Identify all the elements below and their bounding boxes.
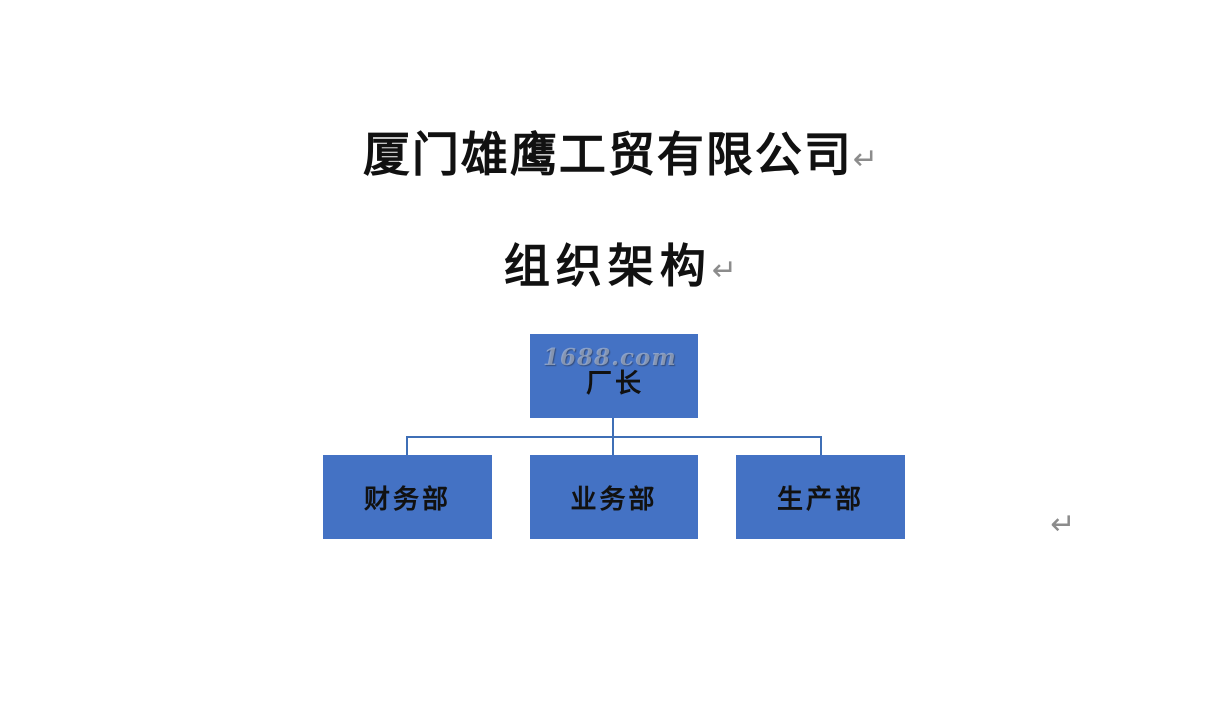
org-box-finance-label: 财务部: [363, 484, 451, 515]
org-box-production: 生产部: [736, 455, 905, 539]
paragraph-mark-icon: ↵: [711, 253, 738, 288]
company-title-line: 厦门雄鹰工贸有限公司↵: [0, 126, 1225, 186]
connector-horizontal: [406, 436, 822, 438]
org-box-business: 业务部: [530, 455, 698, 539]
connector-business: [612, 436, 614, 455]
org-box-director-label: 厂长: [585, 368, 644, 399]
paragraph-mark-icon: ↵: [1050, 507, 1076, 542]
company-title: 厦门雄鹰工贸有限公司: [362, 128, 853, 183]
paragraph-mark-icon: ↵: [852, 142, 879, 177]
connector-production: [820, 436, 822, 455]
org-box-production-label: 生产部: [776, 484, 864, 515]
connector-root-stem: [612, 418, 614, 437]
watermark: 1688.com: [543, 344, 677, 371]
section-title-line: 组织架构↵: [0, 236, 1225, 296]
section-title: 组织架构: [503, 239, 712, 293]
org-box-finance: 财务部: [323, 455, 492, 539]
connector-finance: [406, 436, 408, 455]
org-box-business-label: 业务部: [570, 484, 658, 515]
org-box-director: 厂长: [530, 334, 698, 418]
